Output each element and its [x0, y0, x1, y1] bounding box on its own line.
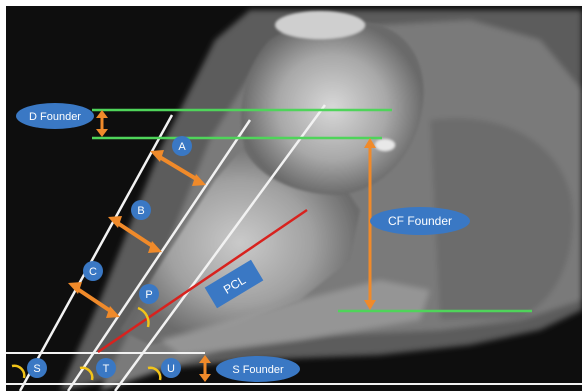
- label-s-founder: S Founder: [216, 356, 300, 382]
- svg-text:T: T: [103, 363, 110, 375]
- svg-text:A: A: [178, 141, 186, 153]
- svg-text:S: S: [33, 363, 40, 375]
- label-d-founder: D Founder: [16, 103, 94, 129]
- svg-text:B: B: [137, 205, 144, 217]
- svg-text:CF Founder: CF Founder: [388, 214, 452, 228]
- label-cf-founder: CF Founder: [370, 207, 470, 235]
- label-u: U: [161, 358, 181, 378]
- label-s: S: [27, 358, 47, 378]
- label-p: P: [139, 284, 159, 304]
- label-c: C: [83, 261, 103, 281]
- label-a: A: [172, 136, 192, 156]
- svg-text:P: P: [145, 289, 152, 301]
- svg-text:S Founder: S Founder: [232, 364, 284, 376]
- label-b: B: [131, 200, 151, 220]
- label-t: T: [96, 358, 116, 378]
- svg-text:U: U: [167, 363, 175, 375]
- svg-text:D Founder: D Founder: [29, 111, 81, 123]
- svg-text:C: C: [89, 266, 97, 278]
